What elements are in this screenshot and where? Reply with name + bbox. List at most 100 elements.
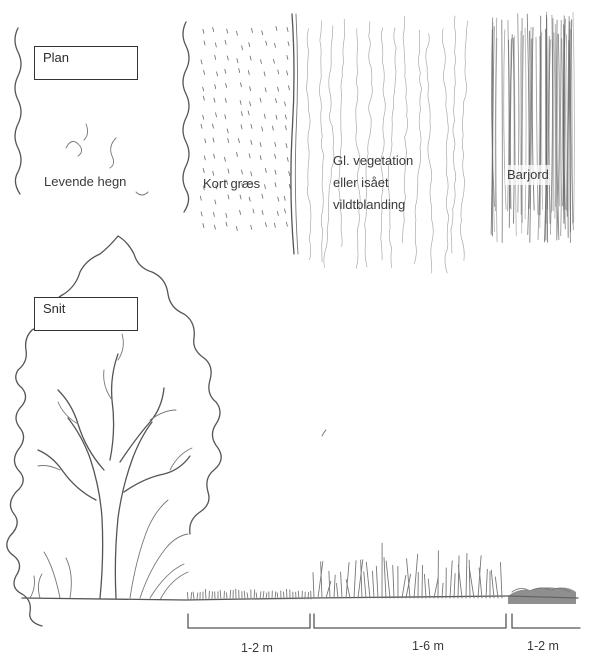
grass-dash — [285, 115, 286, 119]
grass-dash — [226, 213, 227, 217]
grass-blade — [308, 592, 309, 599]
grass-dash — [285, 209, 286, 213]
grass-dash — [215, 200, 216, 204]
grass-dash — [252, 28, 253, 32]
grass-blade — [256, 593, 257, 599]
grass-dash — [225, 40, 226, 44]
vegetation-blade — [424, 574, 426, 598]
soil-stroke — [514, 36, 516, 236]
grass-dash — [277, 211, 278, 215]
grass-dash — [260, 143, 261, 147]
plan-heading: Plan — [43, 50, 69, 65]
vegetation-stroke — [307, 29, 311, 260]
grass-dash — [238, 139, 239, 143]
grass-blade — [191, 593, 192, 599]
grass-dash — [228, 169, 229, 173]
grass-blade — [263, 591, 264, 599]
soil-stroke — [525, 28, 526, 219]
soil-stroke — [566, 35, 567, 211]
ground-line — [22, 596, 578, 600]
grass-dash — [253, 209, 254, 213]
vegetation-blade — [336, 583, 338, 598]
grass-dash — [225, 115, 226, 119]
grass-dash — [204, 156, 205, 160]
grass-dash — [287, 55, 288, 59]
vegetation-blade — [495, 577, 498, 598]
vegetation-blade — [393, 566, 394, 598]
grass-dash — [201, 212, 202, 216]
hedge-undergrowth — [30, 500, 188, 600]
grass-blade — [230, 590, 231, 599]
vegetation-blade — [454, 574, 455, 598]
vegetation-blade — [386, 561, 390, 598]
vegetation-wavy-lines — [307, 16, 468, 273]
grass-dash — [287, 71, 288, 75]
grass-dash — [275, 154, 276, 158]
grass-dash — [251, 225, 252, 229]
vegetation-label-line-1: Gl. vegetation — [333, 151, 413, 171]
grass-blade — [205, 589, 206, 599]
vegetation-blade — [334, 575, 335, 598]
grass-dash — [214, 225, 215, 229]
grass-dash — [264, 114, 265, 118]
grass-blade — [244, 591, 245, 599]
vegetation-blade — [414, 554, 418, 598]
grass-dash — [213, 138, 214, 142]
grass-dash — [224, 157, 225, 161]
grass-dash — [260, 156, 261, 160]
grass-dash — [236, 226, 237, 230]
grass-dash — [240, 210, 241, 214]
vegetation-stroke — [426, 33, 433, 273]
vegetation-blade — [469, 560, 470, 598]
vegetation-blade — [366, 562, 370, 598]
grass-dash — [203, 115, 204, 119]
vegetation-blade — [458, 556, 459, 598]
plan-heading-box: Plan — [34, 46, 138, 80]
grass-dash — [214, 154, 215, 158]
vegetation-blade — [372, 571, 374, 598]
dimension-vegetation: 1-6 m — [412, 639, 444, 653]
grass-dash — [213, 212, 214, 216]
grass-dash — [262, 127, 263, 131]
grass-dash — [213, 27, 214, 31]
grass-blade — [275, 592, 276, 599]
tree-trunk — [38, 334, 192, 598]
grass-dash — [239, 69, 240, 73]
grass-dash — [262, 211, 263, 215]
vegetation-blade — [313, 573, 314, 598]
bare-soil-hatching — [491, 12, 574, 242]
grass-dash — [240, 195, 241, 199]
soil-stroke — [502, 20, 503, 242]
grass-dash — [264, 72, 265, 76]
dimension-brackets — [188, 614, 580, 628]
grass-dash — [249, 197, 250, 201]
grass-blade — [187, 592, 188, 599]
section-short-grass — [187, 589, 311, 599]
grass-dash — [265, 88, 266, 92]
vegetation-stroke — [442, 29, 449, 273]
grass-dash — [260, 60, 261, 64]
grass-dash — [276, 99, 277, 103]
vegetation-label-line-2: eller isået — [333, 173, 389, 193]
grass-dash — [286, 222, 287, 226]
vegetation-blade — [329, 571, 330, 598]
short-grass-texture — [200, 26, 290, 230]
grass-dash — [287, 27, 288, 31]
grass-dash — [227, 129, 228, 133]
dimension-bare-soil: 1-2 m — [527, 639, 559, 653]
grass-dash — [262, 31, 263, 35]
soil-stroke — [573, 12, 574, 222]
section-view — [7, 236, 580, 628]
vegetation-stroke — [320, 21, 324, 262]
grass-dash — [203, 169, 204, 173]
grass-dash — [250, 102, 251, 106]
grass-dash — [227, 29, 228, 33]
grass-blade — [254, 590, 255, 599]
grass-dash — [241, 125, 242, 129]
grass-dash — [201, 124, 202, 128]
grass-dash — [266, 41, 267, 45]
grass-dash — [237, 59, 238, 63]
grass-dash — [265, 185, 266, 189]
grass-blade — [260, 592, 261, 599]
grass-dash — [203, 87, 204, 91]
